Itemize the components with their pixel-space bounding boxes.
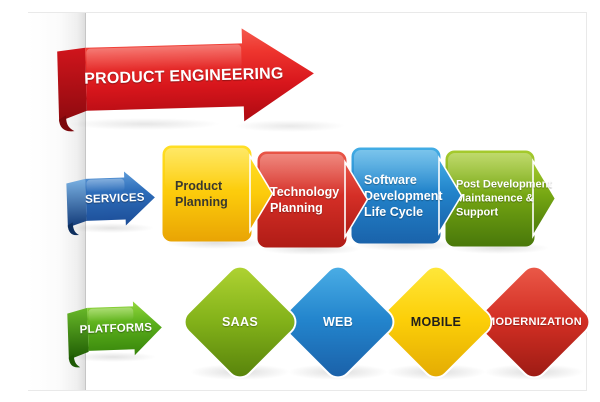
platforms-ribbon-fold: [67, 307, 89, 360]
chevron-arrow-shape: [162, 145, 274, 242]
platforms-ribbon-curl: [68, 354, 81, 368]
banner-arrow-shape: [57, 28, 314, 132]
services-ribbon: SERVICES: [61, 166, 159, 236]
platforms-arrow-shape: [67, 301, 162, 368]
step-technology-planning: Technology Planning: [257, 151, 369, 248]
step-product-planning-label: Product Planning: [175, 178, 228, 210]
services-label: SERVICES: [84, 191, 145, 206]
step-sdlc-label: Software Development Life Cycle: [364, 172, 443, 220]
chevron-tip: [249, 153, 274, 234]
chevron-arrow-shape: [445, 150, 557, 247]
shadow: [70, 352, 156, 362]
banner-ribbon-curl: [59, 115, 75, 132]
platforms-gloss: [88, 307, 134, 322]
step-technology-planning-label: Technology Planning: [270, 184, 339, 216]
chevron-arrow-shape: [257, 151, 369, 248]
step-label-line: Support: [456, 206, 499, 219]
services-ribbon-fold: [66, 178, 87, 228]
step-label-line: Technology: [270, 184, 340, 199]
chevron-tip: [438, 155, 463, 236]
step-software-development-life-cycle: Software Development Life Cycle: [351, 147, 463, 244]
step-post-development-label: Post Development Maintanence & Support: [456, 177, 552, 220]
step-label-line: Product: [175, 178, 223, 193]
banner-gloss: [86, 44, 242, 73]
banner-ribbon: PRODUCT ENGINEERING: [52, 24, 319, 133]
platforms-ribbon: PLATFORMS: [63, 296, 165, 369]
step-label-line: Development: [364, 188, 443, 203]
step-post-development-support: Post Development Maintanence & Support: [445, 150, 557, 247]
step-label-line: Planning: [270, 200, 323, 215]
chevron-gloss: [165, 148, 249, 190]
platform-saas-label: SAAS: [222, 315, 258, 329]
chevron-arrow-shape: [351, 147, 463, 244]
services-arrow-shape: [66, 171, 155, 236]
banner-label: PRODUCT ENGINEERING: [84, 64, 284, 88]
step-label-line: Planning: [175, 194, 228, 209]
chevron-tip: [344, 159, 369, 240]
step-product-planning: Product Planning: [162, 145, 274, 242]
chevron-gloss: [448, 153, 532, 195]
shadow: [68, 223, 154, 233]
chevron-tip: [532, 158, 557, 239]
platforms-label: PLATFORMS: [79, 321, 153, 336]
shadow: [70, 118, 220, 130]
shadow: [235, 120, 345, 132]
banner-ribbon-fold: [57, 47, 87, 122]
services-ribbon-curl: [67, 222, 80, 236]
step-label-line: Life Cycle: [364, 204, 424, 219]
services-gloss: [86, 178, 125, 193]
chevron-gloss: [260, 154, 344, 196]
step-label-line: Software: [364, 172, 417, 187]
chevron-gloss: [354, 150, 438, 192]
step-label-line: Maintanence &: [456, 192, 534, 205]
step-label-line: Post Development: [456, 178, 552, 191]
